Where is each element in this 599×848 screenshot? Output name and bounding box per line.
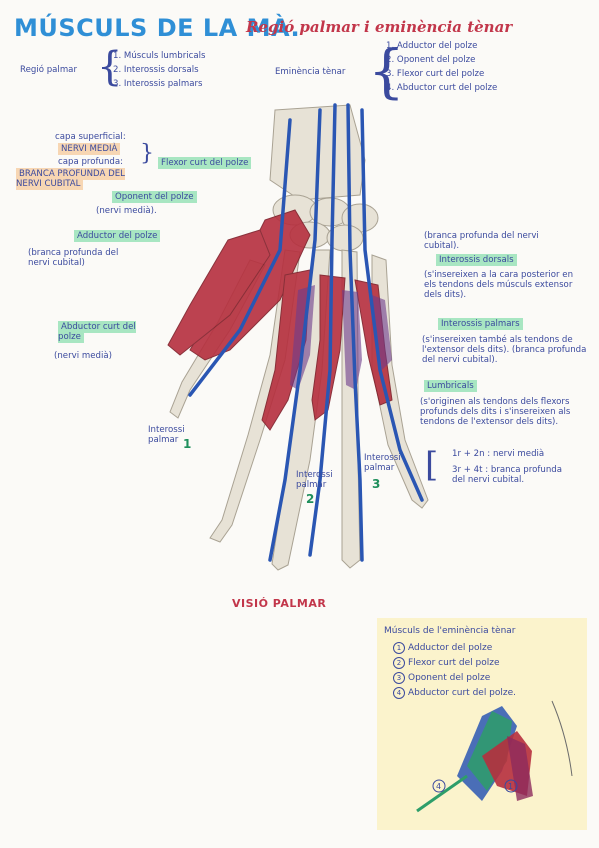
lumbricals-desc: (s'originen als tendons dels flexors pro…: [420, 397, 571, 427]
list-item: 2. Interossis dorsals: [113, 64, 199, 75]
brace-icon: {: [97, 44, 123, 90]
thenar-sketch: 4 1: [416, 700, 573, 813]
brace-icon: [: [425, 445, 439, 485]
interossi-palmar-2-number: 2: [306, 492, 315, 506]
nervi-media-label: NERVI MEDIÀ: [58, 143, 121, 155]
svg-text:1: 1: [508, 782, 513, 791]
list-item: 3. Flexor curt del polze: [386, 68, 485, 79]
list-item: 3. Interossis palmars: [113, 78, 203, 89]
brace-icon: {: [368, 37, 405, 105]
list-item: 4. Abductor curt del polze: [386, 82, 498, 93]
abductor-label: Abductor curt del polze: [58, 321, 136, 343]
lumbricals-label: Lumbricals: [424, 380, 477, 392]
abductor-nerve-label: (nervi medià): [54, 351, 112, 361]
nerve-lines: [188, 103, 424, 562]
eminencia-tenar-label: Eminència tènar: [275, 67, 346, 77]
svg-text:4: 4: [436, 782, 441, 791]
interossi-palmar-1-label: Interossi palmar: [148, 425, 185, 445]
interossis-dorsals-label: Interossis dorsals: [436, 254, 517, 266]
capa-superficial-label: capa superficial:: [55, 132, 126, 142]
page-subtitle: Regió palmar i eminència tènar: [246, 18, 513, 36]
interossi-palmar-2-label: Interossi palmar: [296, 470, 333, 490]
oponent-nerve-label: (nervi medià).: [96, 206, 157, 216]
nerve-note-1: 1r + 2n : nervi medià: [452, 449, 545, 459]
adductor-label: Adductor del polze: [74, 230, 161, 242]
adductor-nerve-label: (branca profunda del nervi cubital): [28, 248, 119, 268]
branca-profunda-label: BRANCA PROFUNDA DEL NERVI CUBITAL: [16, 168, 125, 190]
view-caption: VISIÓ PALMAR: [232, 597, 327, 610]
interossis-palmars-label: Interossis palmars: [438, 318, 523, 330]
regio-palmar-list: 1. Músculs lumbricals 2. Interossis dors…: [113, 51, 206, 94]
card-title: Músculs de l'eminència tènar: [384, 626, 516, 636]
list-item: 1. Adductor del polze: [386, 41, 478, 51]
list-item: 2. Oponent del polze: [386, 54, 476, 65]
nerve-note-2: 3r + 4t : branca profunda del nervi cubi…: [452, 465, 562, 485]
flexor-curt-label: Flexor curt del polze: [158, 157, 252, 169]
interossi-palmar-3-number: 3: [372, 477, 381, 491]
regio-palmar-label: Regió palmar: [20, 65, 77, 75]
brace-icon: }: [140, 141, 154, 166]
hand-illustration: [167, 103, 429, 571]
interossis-palmars-desc: (s'insereixen també als tendons de l'ext…: [422, 335, 587, 365]
interossi-palmar-1-number: 1: [183, 437, 192, 451]
list-item: 1. Músculs lumbricals: [113, 51, 206, 61]
branca-top-label: (branca profunda del nervi cubital).: [424, 231, 539, 251]
oponent-label: Oponent del polze: [112, 191, 197, 203]
capa-profunda-label: capa profunda:: [58, 157, 124, 167]
interossis-dorsals-desc: (s'insereixen a la cara posterior en els…: [424, 270, 574, 300]
page-title: MÚSCULS DE LA MÀ.: [14, 14, 301, 42]
interossi-palmar-3-label: Interossi palmar: [364, 453, 401, 473]
eminencia-tenar-list: 1. Adductor del polze 2. Oponent del pol…: [386, 41, 498, 98]
